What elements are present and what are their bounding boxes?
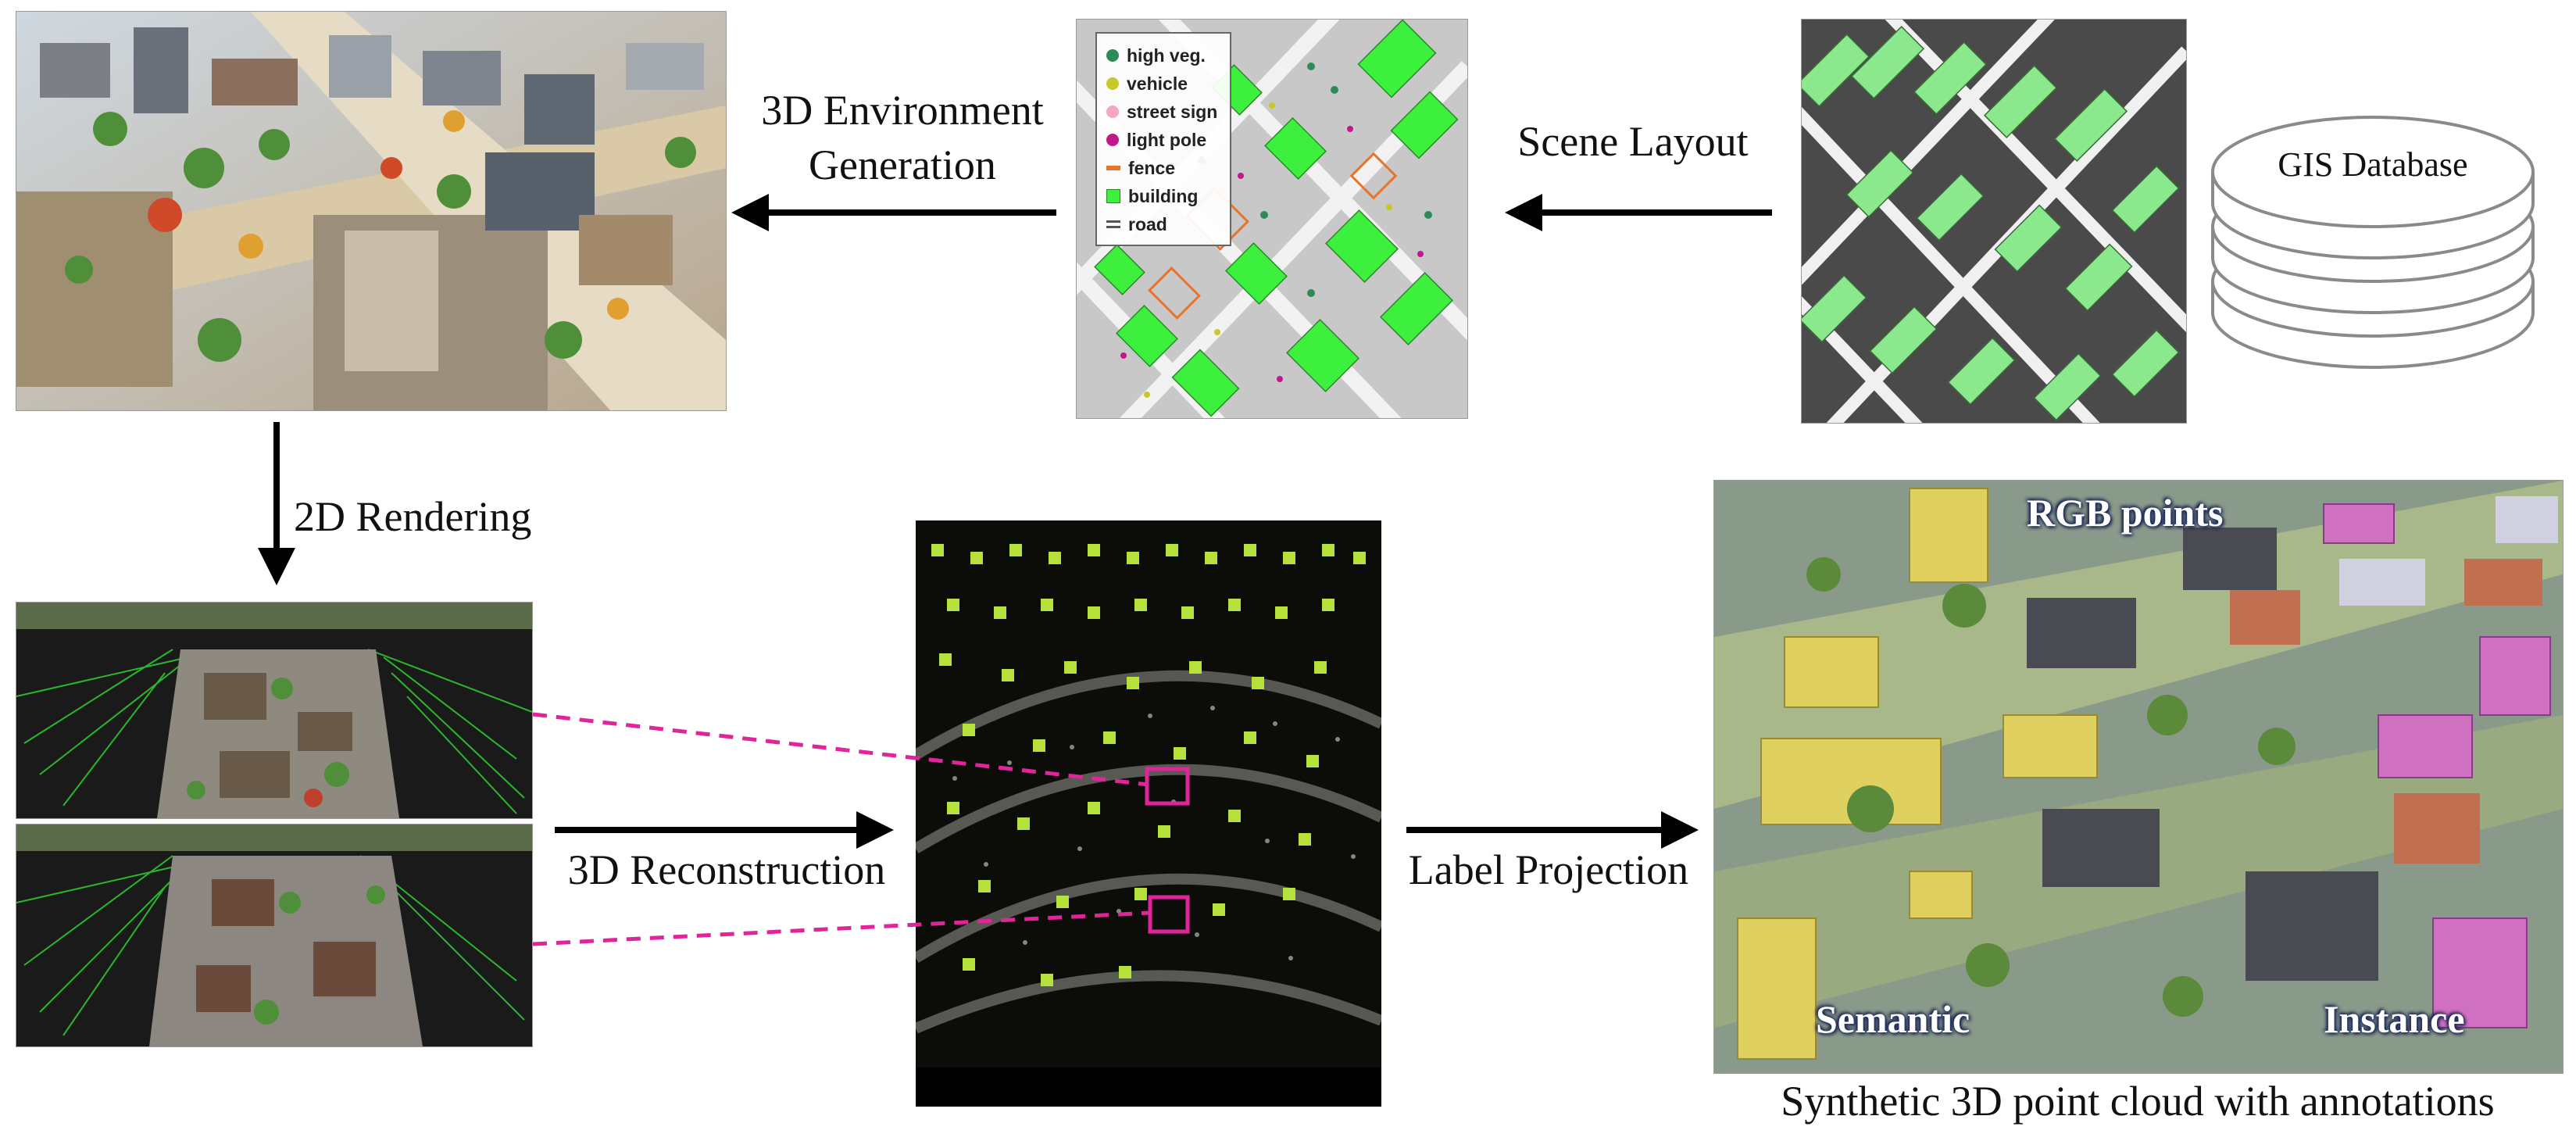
dot-icon (1106, 106, 1119, 118)
legend-label: high veg. (1127, 45, 1206, 66)
legend-label: fence (1128, 157, 1176, 178)
legend-label: road (1128, 213, 1167, 234)
database-icon (2205, 109, 2541, 375)
dot-icon (1106, 134, 1119, 146)
gis-footprint-map (1801, 19, 2187, 424)
bar-icon (1106, 166, 1120, 170)
legend-item: light pole (1106, 126, 1217, 154)
env-generation-label-2: Generation (809, 141, 996, 188)
legend-label: light pole (1127, 129, 1207, 150)
scene-layout-label: Scene Layout (1517, 118, 1749, 165)
legend-label: vehicle (1127, 73, 1188, 94)
legend-item: high veg. (1106, 41, 1217, 70)
rendered-view-top (16, 602, 533, 819)
legend-item: building (1106, 182, 1217, 210)
legend-item: street sign (1106, 98, 1217, 126)
caption: Synthetic 3D point cloud with annotation… (1781, 1078, 2495, 1125)
city-3d-environment-image (16, 11, 727, 411)
rendered-view-bottom (16, 824, 533, 1047)
rgb-points-label: RGB points (2027, 491, 2224, 535)
semantic-label: Semantic (1816, 997, 1970, 1041)
reconstruction-3d-label: 3D Reconstruction (567, 846, 886, 893)
instance-label: Instance (2324, 997, 2465, 1041)
legend-item: fence (1106, 154, 1217, 182)
gis-database-label: GIS Database (2278, 145, 2468, 184)
legend-item: vehicle (1106, 70, 1217, 98)
legend-item: road (1106, 210, 1217, 238)
map-legend: high veg. vehicle street sign light pole… (1095, 32, 1232, 246)
annotated-point-cloud: RGB points Semantic Instance (1713, 480, 2563, 1074)
legend-label: street sign (1127, 101, 1218, 122)
road-icon (1106, 220, 1120, 228)
env-generation-label-1: 3D Environment (761, 87, 1044, 134)
rendering-2d-label: 2D Rendering (294, 493, 532, 540)
dot-icon (1106, 49, 1119, 62)
dot-icon (1106, 77, 1119, 90)
square-icon (1106, 189, 1120, 203)
legend-label: building (1128, 185, 1199, 206)
labeled-scene-map: high veg. vehicle street sign light pole… (1076, 19, 1468, 419)
label-projection-label: Label Projection (1408, 846, 1689, 893)
